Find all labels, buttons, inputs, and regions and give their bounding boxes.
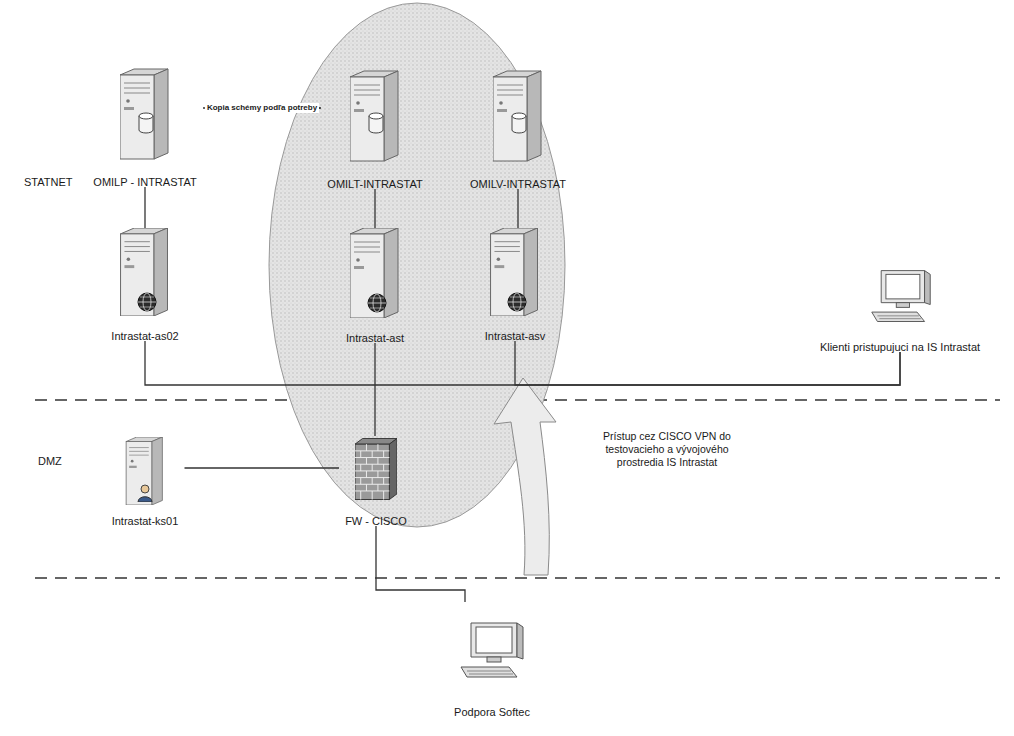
database-icon xyxy=(369,113,383,133)
network-link xyxy=(376,526,465,602)
server-icon xyxy=(350,71,398,161)
server-icon xyxy=(350,228,398,318)
zone-label: STATNET xyxy=(24,176,104,189)
network-node: Intrastat-as02 xyxy=(105,228,185,341)
network-node: Intrastat-asv xyxy=(479,228,552,341)
network-link xyxy=(375,189,376,228)
zone-separator xyxy=(35,577,1000,579)
node-label: FW - CISCO xyxy=(343,515,409,528)
server-icon xyxy=(120,69,168,159)
network-link xyxy=(375,343,376,436)
vpn-arrow xyxy=(494,378,556,575)
network-node: Intrastat-ast xyxy=(340,228,411,343)
node-label: Intrastat-ast xyxy=(344,332,406,345)
server-icon xyxy=(121,228,168,316)
node-label: Podpora Softec xyxy=(452,706,532,719)
network-node: Podpora Softec xyxy=(448,602,536,717)
network-node: Intrastat-ks01 xyxy=(106,437,185,526)
network-link xyxy=(145,341,900,385)
pc-icon xyxy=(461,623,523,677)
network-node: Klienti pristupujuci na IS Intrastat xyxy=(814,266,987,352)
node-label: Intrastat-asv xyxy=(483,330,548,343)
database-icon xyxy=(139,113,153,133)
note-text: Prístup cez CISCO VPN do testovacieho a … xyxy=(583,430,751,469)
zone-label: DMZ xyxy=(38,455,98,468)
network-link xyxy=(518,189,519,228)
network-node: OMILP - INTRASTAT xyxy=(87,68,203,187)
node-label: Intrastat-as02 xyxy=(109,330,180,343)
server-icon xyxy=(126,437,162,505)
network-node: FW - CISCO xyxy=(339,436,413,526)
node-label: OMILP - INTRASTAT xyxy=(91,176,198,189)
network-link xyxy=(145,187,146,228)
network-node: OMILV-INTRASTAT xyxy=(464,70,572,189)
globe-icon xyxy=(508,293,526,311)
server-icon xyxy=(493,71,541,161)
network-node: OMILT-INTRASTAT xyxy=(321,70,429,189)
globe-icon xyxy=(138,293,156,311)
node-label: Intrastat-ks01 xyxy=(110,515,181,528)
edge-label: Kopia schémy podľa potreby xyxy=(205,103,319,113)
node-label: OMILV-INTRASTAT xyxy=(468,178,568,191)
firewall-icon xyxy=(355,438,397,499)
network-link xyxy=(203,104,321,113)
network-link xyxy=(185,468,340,469)
node-label: Klienti pristupujuci na IS Intrastat xyxy=(818,341,982,354)
user-icon xyxy=(138,485,152,502)
pc-icon xyxy=(872,271,930,322)
node-label: OMILT-INTRASTAT xyxy=(325,178,424,191)
database-icon xyxy=(512,113,526,133)
server-icon xyxy=(491,228,538,316)
globe-icon xyxy=(368,294,386,312)
